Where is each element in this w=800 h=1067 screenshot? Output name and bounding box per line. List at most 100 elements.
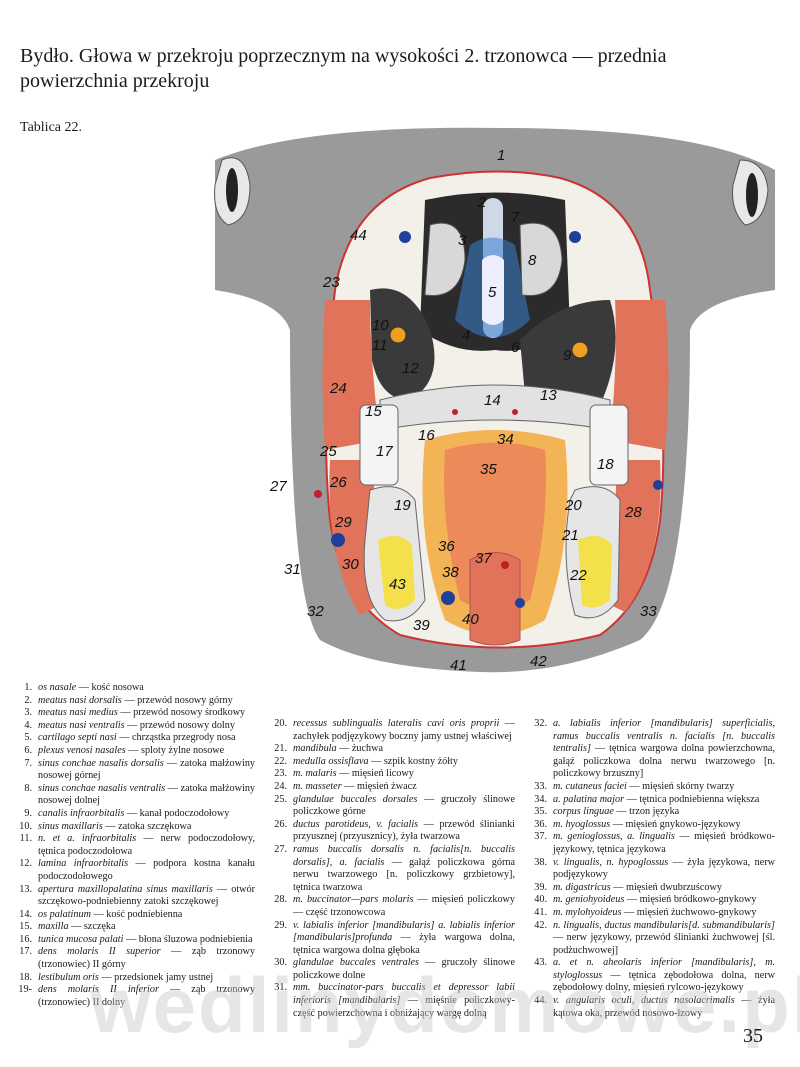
legend-number: 12. — [19, 858, 32, 870]
latin-term: plexus venosi nasales — [38, 744, 126, 756]
diagram-label-25: 25 — [319, 443, 337, 460]
latin-term: glandulae buccales ventrales — [293, 957, 420, 969]
diagram-label-33: 33 — [640, 603, 657, 620]
legend-item: 9. canalis infraorbitalis — kanał podocz… — [10, 808, 255, 821]
legend-item: 19- dens molaris II inferior — ząb trzon… — [10, 984, 255, 1009]
legend-text: v. labialis inferior [mandibularis] a. l… — [293, 919, 515, 956]
diagram-label-2: 2 — [477, 194, 487, 211]
polish-term: nerw podoczodołowy, tętnica podoczodołow… — [38, 833, 256, 857]
polish-term: błona śluzowa podniebienia — [138, 933, 253, 945]
latin-term: mm. buccinator-pars buccalis et depresso… — [293, 982, 515, 1007]
legend-text: dens molaris II inferior — ząb trzonowy … — [38, 984, 255, 1008]
latin-term: n. lingualis, ductus mandibularis[d. sub… — [553, 919, 775, 931]
diagram-label-26: 26 — [329, 474, 347, 491]
legend-text: m. cutaneus faciei — mięsień skórny twar… — [553, 780, 735, 792]
legend-item: 4. meatus nasi ventralis — przewód nosow… — [10, 720, 255, 733]
diagram-label-40: 40 — [462, 611, 479, 628]
latin-term: medulla ossisflava — [293, 755, 369, 767]
diagram-label-30: 30 — [342, 556, 359, 573]
polish-term: przewód nosowy dolny — [139, 719, 235, 731]
diagram-label-44: 44 — [350, 227, 367, 244]
legend-number: 20. — [274, 718, 287, 729]
polish-term: tętnica zębodołowa dolna, nerw zębodołow… — [553, 969, 776, 994]
legend-text: n. lingualis, ductus mandibularis[d. sub… — [553, 919, 775, 956]
legend-number: 7. — [24, 757, 32, 769]
polish-term: mięsień dwubrzuścowy — [626, 881, 722, 893]
legend-text: os nasale — kość nosowa — [38, 682, 144, 693]
legend-item: 18. lestibulum oris — przedsionek jamy u… — [10, 972, 255, 985]
legend-item: 10. sinus maxillaris — zatoka szczękowa — [10, 821, 255, 834]
diagram-label-38: 38 — [442, 564, 459, 581]
diagram-label-29: 29 — [334, 514, 352, 531]
polish-term: zachyłek podjęzykowy boczny jamy ustnej … — [293, 730, 512, 742]
legend-number: 2. — [24, 694, 32, 706]
legend-text: apertura maxillopalatina sinus maxillari… — [38, 883, 255, 908]
legend-item: 12. lamina infraorbitalis — podpora kost… — [10, 858, 255, 883]
legend-number: 10. — [19, 820, 32, 832]
legend-text: m. geniohyoideus — mięsień bródkowo-gnyk… — [553, 894, 757, 906]
legend-number: 6. — [24, 744, 32, 756]
diagram-label-42: 42 — [530, 653, 547, 670]
legend-number: 39. — [534, 881, 547, 893]
legend-number: 35. — [534, 806, 547, 818]
legend-item: 30. glandulae buccales ventrales — grucz… — [265, 957, 515, 982]
legend-item: 16. tunica mucosa palati — błona śluzowa… — [10, 934, 255, 947]
legend-item: 8. sinus conchae nasalis ventralis — zat… — [10, 783, 255, 808]
legend-text: maxilla — szczęka — [38, 921, 116, 933]
legend-text: canalis infraorbitalis — kanał podoczodo… — [38, 807, 230, 819]
legend-item: 26. ductus parotideus, v. facialis — prz… — [265, 819, 515, 844]
diagram-label-23: 23 — [322, 274, 340, 291]
latin-term: recessus sublingualis lateralis cavi ori… — [293, 718, 500, 729]
legend-item: 35. corpus linguae — trzon języka — [525, 806, 775, 819]
polish-term: przewód nosowy górny — [137, 694, 233, 706]
latin-term: m. mylohyoideus — [553, 906, 622, 918]
legend-number: 36. — [534, 818, 547, 830]
latin-term: os nasale — [38, 682, 77, 693]
legend-number: 1. — [24, 682, 32, 693]
diagram-label-9: 9 — [563, 347, 572, 364]
polish-term: ząb trzonowy (trzonowiec) II dolny — [38, 984, 255, 1008]
legend-item: 15. maxilla — szczęka — [10, 921, 255, 934]
latin-term: ramus buccalis dorsalis n. facialis[n. b… — [293, 843, 515, 868]
latin-term: dens molaris II inferior — [38, 984, 159, 996]
polish-term: podpora kostna kanału podoczodołowego — [38, 858, 256, 882]
polish-term: mięsień gnykowo-językowy — [625, 818, 741, 830]
legend-text: ductus parotideus, v. facialis — przewód… — [293, 818, 516, 843]
polish-term: mięsień licowy — [351, 768, 414, 780]
latin-term: os palatinum — [38, 908, 91, 920]
legend-text: m. mylohyoideus — mięsień żuchwowo-gnyko… — [553, 906, 757, 918]
latin-term: meatus nasi ventralis — [38, 719, 125, 731]
latin-term: m. genioglossus, a. lingualis — [553, 831, 675, 843]
legend-item: 2. meatus nasi dorsalis — przewód nosowy… — [10, 695, 255, 708]
diagram-label-31: 31 — [284, 561, 301, 578]
legend-text: medulla ossisflava — szpik kostny żółty — [293, 755, 458, 767]
legend-item: 40. m. geniohyoideus — mięsień bródkowo-… — [525, 894, 775, 907]
legend-number: 27. — [274, 843, 287, 855]
polish-term: gałąź policzkowa górna nerwu twarzowego … — [293, 856, 515, 893]
diagram-label-12: 12 — [402, 360, 419, 377]
legend-number: 42. — [534, 919, 547, 931]
polish-term: zatoka małżowiny nosowej górnej — [38, 757, 256, 782]
legend-text: v. lingualis, n. hypoglossus — żyła języ… — [553, 856, 776, 881]
diagram-label-24: 24 — [329, 380, 347, 397]
diagram-label-18: 18 — [597, 456, 614, 473]
diagram-label-10: 10 — [372, 317, 389, 334]
legend-text: corpus linguae — trzon języka — [553, 806, 680, 818]
legend-text: m. genioglossus, a. lingualis — mięsień … — [553, 831, 775, 855]
diagram-label-6: 6 — [511, 339, 520, 356]
diagram-label-13: 13 — [540, 387, 557, 404]
latin-term: mandibula — [293, 743, 337, 755]
legend-item: 38. v. lingualis, n. hypoglossus — żyła … — [525, 857, 775, 882]
legend-text: plexus venosi nasales — sploty żylne nos… — [38, 744, 225, 756]
legend-item: 29. v. labialis inferior [mandibularis] … — [265, 920, 515, 958]
polish-term: przedsionek jamy ustnej — [114, 971, 214, 983]
legend-text: os palatinum — kość podniebienna — [38, 908, 183, 920]
legend-number: 9. — [24, 807, 32, 819]
legend-item: 6. plexus venosi nasales — sploty żylne … — [10, 745, 255, 758]
legend-item: 5. cartilago septi nasi — chrząstka prze… — [10, 732, 255, 745]
legend-text: dens molaris II superior — ząb trzonowy … — [38, 946, 255, 971]
legend-number: 15. — [19, 921, 32, 933]
legend-item: 41. m. mylohyoideus — mięsień żuchwowo-g… — [525, 907, 775, 920]
legend-number: 5. — [24, 732, 32, 744]
